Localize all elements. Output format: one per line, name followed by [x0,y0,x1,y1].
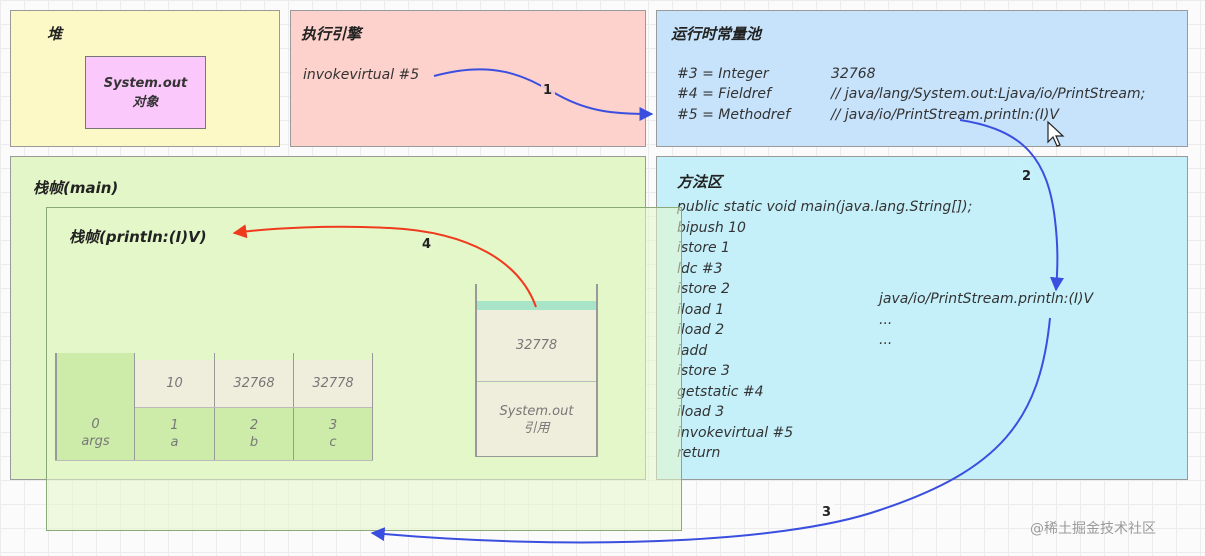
code-line: istore 2 [677,281,730,297]
slot-index: 3 [328,418,338,433]
println-frame-title: 栈帧(println:(I)V) [69,228,207,246]
local-slot-2: 2 b [215,408,293,460]
operand-stack: 32778 System.out 引用 [475,284,598,457]
code-line: iload 3 [677,404,725,420]
pool-row-4-key: #4 = Fieldref [677,86,771,102]
code-line: invokevirtual #5 [677,424,794,441]
method-area-panel: 方法区 public static void main(java.lang.St… [656,156,1188,480]
println-method-code: java/io/PrintStream.println:(I)V ... ... [879,289,1093,351]
slot-value: 32768 [233,376,275,391]
constant-pool-panel: 运行时常量池 #3 = Integer 32768 #4 = Fieldref … [656,10,1188,147]
slot-index: 2 [249,418,259,433]
local-slot-0: 0 args [57,353,134,460]
slot-index: 1 [170,418,179,433]
watermark: @稀土掘金技术社区 [1030,521,1156,537]
arrow-label-3: 3 [822,505,831,520]
heap-title: 堆 [47,25,63,43]
pool-row-3-value: 32768 [831,66,876,82]
pool-row-5-key: #5 = Methodref [677,107,791,123]
stack-entry-value: System.out [499,403,574,419]
stack-entry-label: 引用 [523,420,550,436]
code-line: istore 3 [677,363,730,379]
pool-row-5-value: // java/io/PrintStream.println:(I)V [831,107,1059,123]
engine-instruction: invokevirtual #5 [303,67,420,83]
code-line: getstatic #4 [677,383,764,400]
pool-row-4-value: // java/lang/System.out:Ljava/io/PrintSt… [831,86,1146,102]
local-slot-3: 3 c [294,408,372,460]
local-slot-1: 1 a [135,408,214,460]
code-line: ... [879,332,893,348]
local-variable-table: 0 args 10 1 a 32768 2 b 32778 3 c [55,353,373,461]
slot-name: args [81,433,110,449]
code-line: public static void main(java.lang.String… [677,199,973,215]
slot-name: a [170,435,179,450]
stack-entry-value: 32778 [515,338,558,353]
slot-index: 0 [91,416,100,432]
execution-engine-panel: 执行引擎 invokevirtual #5 [290,10,646,147]
system-out-object: System.out 对象 [85,56,206,129]
object-name: System.out [103,75,188,91]
slot-name: c [329,435,337,450]
slot-value: 10 [166,376,183,391]
code-line: bipush 10 [677,219,746,236]
code-line: istore 1 [677,240,730,256]
local-slot-2-value: 32768 [215,360,293,407]
slot-value: 32778 [312,376,354,391]
local-slot-1-value: 10 [135,360,214,407]
heap-panel: 堆 System.out 对象 [10,10,280,147]
constant-pool-title: 运行时常量池 [671,25,762,43]
pool-row-3-key: #3 = Integer [677,66,769,82]
code-line: return [677,445,721,461]
code-line: java/io/PrintStream.println:(I)V [879,291,1094,307]
slot-name: b [249,435,259,450]
stack-top-marker [477,301,596,310]
local-slot-3-value: 32778 [294,360,372,407]
main-frame-title: 栈帧(main) [33,179,119,197]
engine-title: 执行引擎 [301,25,362,43]
method-area-title: 方法区 [677,173,723,191]
code-line: ... [879,311,893,328]
code-line: iload 1 [677,301,725,318]
object-label: 对象 [132,94,159,110]
code-line: ldc #3 [677,260,723,277]
stack-entry-bottom: System.out 引用 [477,383,596,456]
stack-entry-top: 32778 [477,310,596,382]
